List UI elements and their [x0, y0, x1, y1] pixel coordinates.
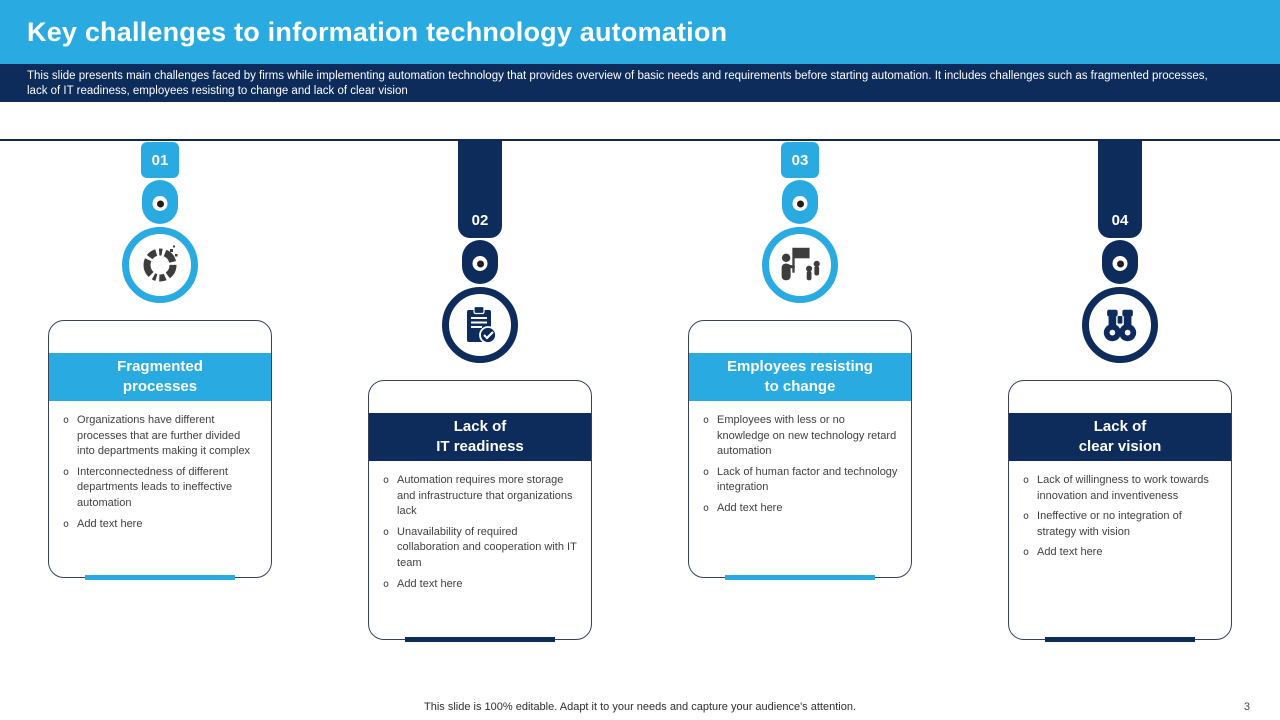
- bullet-marker: o: [383, 526, 390, 538]
- bullet-item: o Organizations have different processes…: [63, 413, 259, 460]
- bullet-text: Employees with less or no knowledge on n…: [717, 414, 897, 458]
- bullet-item: o Lack of human factor and technology in…: [703, 465, 899, 496]
- card-title: Fragmented processes: [49, 353, 271, 401]
- challenge-card: Lack of clear vision o Lack of willingne…: [1008, 380, 1232, 642]
- number-badge-01: 01: [141, 142, 179, 178]
- title-bar: Key challenges to information technology…: [0, 0, 1280, 64]
- accent-underline: [85, 575, 235, 580]
- badge-number: 04: [1111, 212, 1129, 229]
- bullet-list: o Employees with less or no knowledge on…: [689, 413, 911, 522]
- slide-subtitle: This slide presents main challenges face…: [27, 70, 1208, 97]
- bullet-marker: o: [703, 415, 710, 426]
- binoculars-icon: [1103, 309, 1137, 341]
- bullet-text: Lack of human factor and technology inte…: [717, 465, 898, 494]
- pin-connector: [142, 180, 178, 224]
- bullet-list: o Lack of willingness to work towards in…: [1009, 473, 1231, 566]
- accent-underline: [725, 575, 875, 580]
- bullet-list: o Automation requires more storage and i…: [369, 473, 591, 597]
- card-title-line: Lack of: [453, 418, 507, 436]
- clipboard-checklist-icon: [467, 305, 497, 344]
- number-badge-03: 03: [781, 142, 819, 178]
- bullet-marker: o: [63, 518, 70, 530]
- bullet-item: o Employees with less or no knowledge on…: [703, 413, 899, 460]
- bullet-marker: o: [383, 578, 390, 590]
- fragmented-processes-icon: [143, 245, 178, 282]
- number-badge-04: 04: [1098, 140, 1142, 238]
- card-title-line: processes: [122, 378, 198, 395]
- timeline-line: [0, 139, 1280, 141]
- icon-circle: [442, 287, 518, 363]
- bullet-text: Interconnectedness of different departme…: [77, 465, 233, 510]
- challenge-column-2: 02 Lack of IT readiness o Automa: [368, 140, 592, 660]
- challenge-card: Lack of IT readiness o Automation requir…: [368, 380, 592, 642]
- bullet-text: Add text here: [77, 517, 143, 530]
- bullet-text: Organizations have different processes t…: [77, 414, 251, 458]
- bullet-text: Add text here: [397, 577, 463, 590]
- challenge-column-3: 03 Employees resisting: [688, 140, 912, 660]
- challenge-column-1: 01 Fragmented processes o Organizations …: [48, 140, 272, 660]
- bullet-text: Unavailability of required collaboration…: [397, 525, 577, 570]
- badge-number: 01: [151, 151, 169, 169]
- card-title-line: Employees resisting: [727, 358, 873, 376]
- bullet-marker: o: [1023, 547, 1030, 559]
- bullet-text: Add text here: [1037, 546, 1103, 559]
- bullet-marker: o: [63, 415, 70, 426]
- bullet-item: o Add text here: [703, 501, 899, 517]
- pin-dot: [472, 256, 488, 271]
- employees-protest-icon: [781, 247, 820, 281]
- card-title: Lack of clear vision: [1009, 413, 1231, 461]
- bullet-text: Add text here: [717, 502, 783, 515]
- bullet-item: o Ineffective or no integration of strat…: [1023, 509, 1219, 540]
- card-title-line: IT readiness: [436, 438, 524, 455]
- pin-connector: [1102, 240, 1138, 284]
- bullet-item: o Add text here: [383, 577, 579, 593]
- bullet-item: o Unavailability of required collaborati…: [383, 525, 579, 572]
- pin-connector: [462, 240, 498, 284]
- bullet-item: o Add text here: [63, 517, 259, 533]
- pin-dot: [152, 196, 168, 211]
- bullet-text: Lack of willingness to work towards inno…: [1037, 474, 1209, 502]
- challenge-card: Fragmented processes o Organizations hav…: [48, 320, 272, 580]
- bullet-list: o Organizations have different processes…: [49, 413, 271, 537]
- challenge-card: Employees resisting to change o Employee…: [688, 320, 912, 580]
- bullet-marker: o: [63, 466, 70, 478]
- bullet-marker: o: [1023, 475, 1030, 486]
- bullet-text: Ineffective or no integration of strateg…: [1037, 510, 1182, 538]
- card-title: Employees resisting to change: [689, 353, 911, 401]
- icon-circle: [122, 227, 198, 303]
- number-badge-02: 02: [458, 140, 502, 238]
- accent-underline: [1045, 637, 1195, 642]
- badge-number: 03: [791, 151, 809, 169]
- card-title-line: to change: [764, 378, 836, 395]
- slide-title: Key challenges to information technology…: [27, 16, 728, 47]
- card-title: Lack of IT readiness: [369, 413, 591, 461]
- bullet-text: Automation requires more storage and inf…: [397, 474, 573, 518]
- card-title-line: Fragmented: [117, 358, 203, 376]
- icon-circle: [1082, 287, 1158, 363]
- subtitle-bar: This slide presents main challenges face…: [0, 64, 1280, 102]
- footer-note: This slide is 100% editable. Adapt it to…: [424, 701, 856, 713]
- pin-dot: [792, 196, 808, 211]
- bullet-item: o Interconnectedness of different depart…: [63, 465, 259, 512]
- page-number: 3: [1243, 701, 1250, 713]
- bullet-item: o Automation requires more storage and i…: [383, 473, 579, 520]
- pin-dot: [1112, 256, 1128, 271]
- accent-underline: [405, 637, 555, 642]
- card-title-line: Lack of: [1093, 418, 1147, 436]
- bullet-item: o Add text here: [1023, 545, 1219, 561]
- bullet-marker: o: [383, 475, 390, 486]
- bullet-marker: o: [703, 503, 710, 515]
- bullet-marker: o: [703, 466, 710, 478]
- card-title-line: clear vision: [1078, 438, 1162, 455]
- icon-circle: [762, 227, 838, 303]
- badge-number: 02: [471, 212, 489, 229]
- bullet-marker: o: [1023, 511, 1030, 523]
- challenge-column-4: 04 Lack of clear vision: [1008, 140, 1232, 660]
- pin-connector: [782, 180, 818, 224]
- bullet-item: o Lack of willingness to work towards in…: [1023, 473, 1219, 504]
